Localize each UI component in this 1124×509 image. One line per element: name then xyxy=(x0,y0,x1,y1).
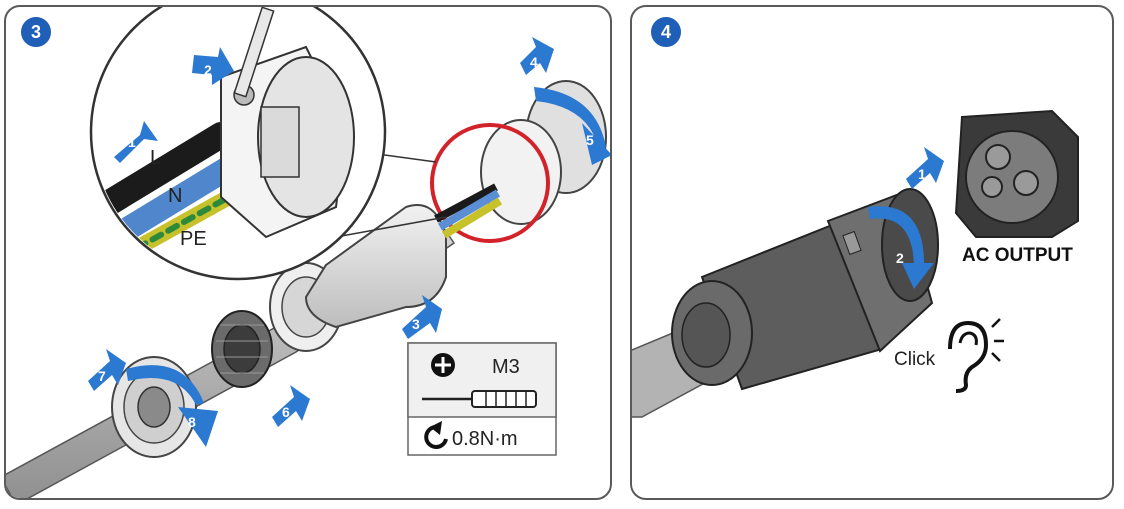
label-pe: PE xyxy=(180,228,207,250)
highlight-wires xyxy=(434,183,503,239)
arrow-5-rotate: 5 xyxy=(534,87,610,165)
terminal-block xyxy=(220,45,355,239)
torque-value: 0.8N·m xyxy=(452,428,518,450)
screwdriver xyxy=(233,7,275,98)
svg-text:1: 1 xyxy=(918,166,926,182)
arrow-3: 3 xyxy=(402,295,442,339)
torque-icon xyxy=(424,421,448,449)
arrow-1: 1 xyxy=(114,121,158,163)
step-3-badge xyxy=(19,15,53,49)
arrow-2-rotate: 2 xyxy=(868,206,934,289)
step-4-badge xyxy=(649,15,683,49)
svg-text:6: 6 xyxy=(282,404,290,420)
tool-spec-box: M3 0.8N·m xyxy=(407,342,557,456)
click-label: Click xyxy=(894,349,936,370)
ac-output-socket xyxy=(954,109,1079,238)
screwdriver-icon xyxy=(422,390,537,408)
arrow-7: 7 xyxy=(88,349,126,391)
label-n: N xyxy=(168,185,182,207)
arrow-8-rotate: 8 xyxy=(126,365,218,447)
svg-text:3: 3 xyxy=(412,316,420,332)
seal-insert xyxy=(211,310,273,388)
ear-icon xyxy=(948,318,1004,393)
svg-text:2: 2 xyxy=(896,250,904,266)
arrow-4: 4 xyxy=(520,37,554,75)
step-3-illustration: L N PE 1 2 3 4 5 6 7 xyxy=(6,7,610,498)
step-3-panel: L N PE 1 2 3 4 5 6 7 xyxy=(4,5,612,500)
step-4-illustration: 2 1 AC OUTPUT Click 4 xyxy=(632,15,1079,418)
svg-text:5: 5 xyxy=(586,132,594,148)
ac-output-label: AC OUTPUT xyxy=(962,245,1073,266)
svg-text:4: 4 xyxy=(530,54,538,70)
svg-text:8: 8 xyxy=(188,414,196,430)
label-l: L xyxy=(150,147,161,169)
arrow-2: 2 xyxy=(192,47,234,85)
arrow-6: 6 xyxy=(272,385,310,427)
bit-size: M3 xyxy=(492,356,520,378)
svg-text:7: 7 xyxy=(98,368,106,384)
connector-housing xyxy=(304,204,447,329)
step-4-panel: 2 1 AC OUTPUT Click 4 xyxy=(630,5,1114,500)
step-4-number: 4 xyxy=(661,22,671,42)
svg-text:1: 1 xyxy=(128,134,136,150)
arrow-1: 1 xyxy=(906,147,944,189)
highlight-circle xyxy=(430,123,550,243)
step-3-number: 3 xyxy=(31,22,41,42)
svg-text:2: 2 xyxy=(204,62,212,78)
